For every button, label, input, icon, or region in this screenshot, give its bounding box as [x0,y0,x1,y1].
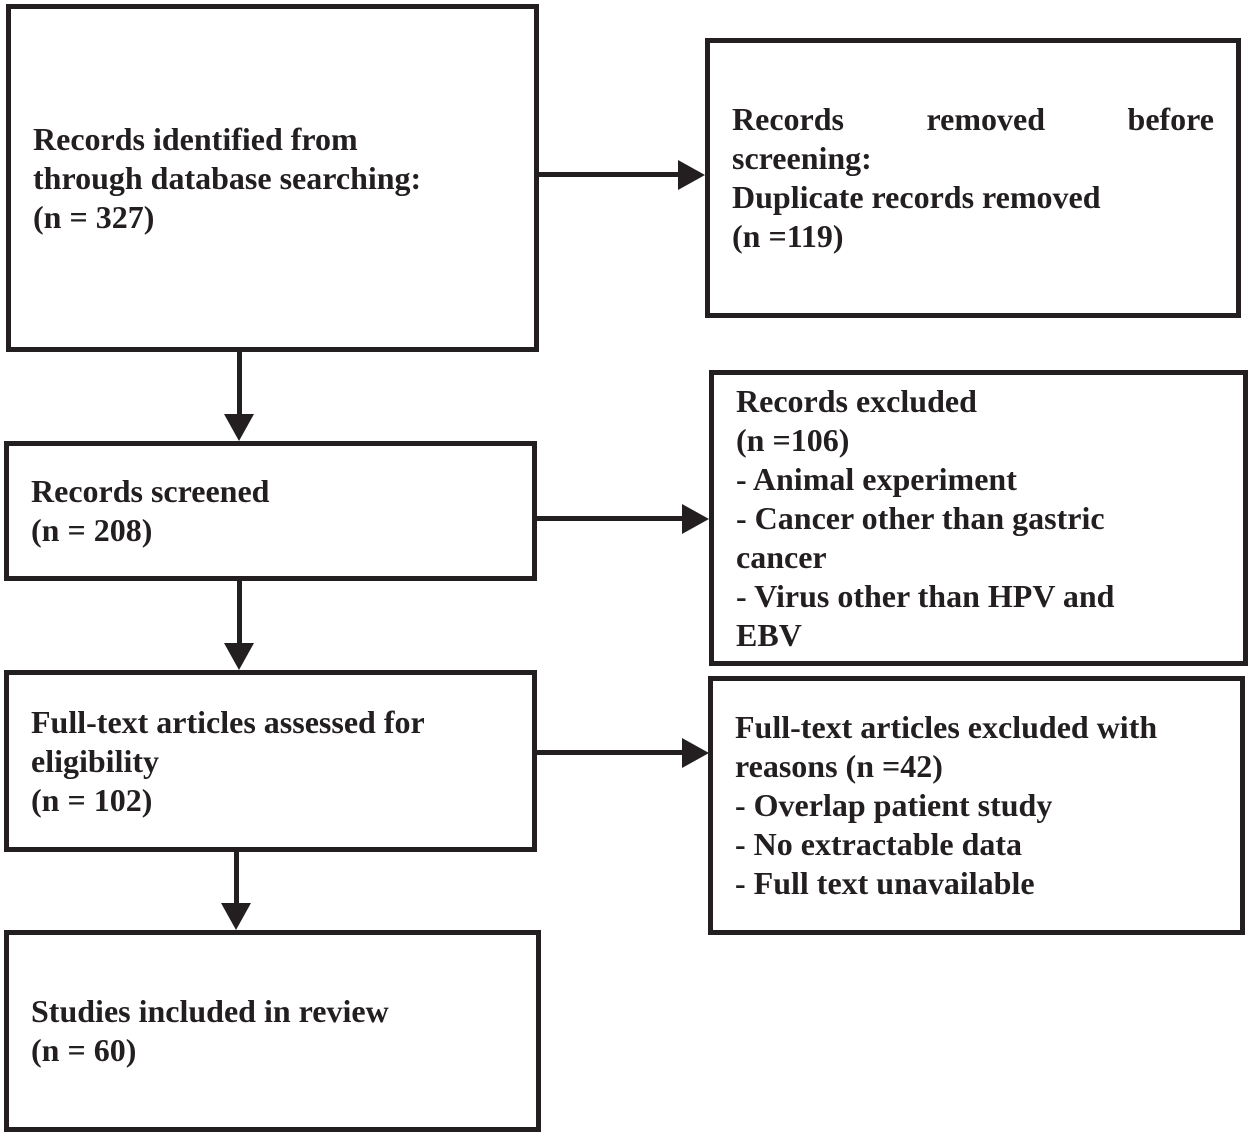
box-text-line: Studies included in review [31,993,389,1029]
box-fulltext-excluded: Full-text articles excluded with reasons… [708,676,1245,935]
exclusion-reason: cancer [736,538,827,575]
exclusion-reason: - Cancer other than gastric [736,499,1105,536]
arrowhead-right-icon [682,504,709,534]
arrowhead-right-icon [678,160,705,190]
box-text-line: through database searching: [33,159,422,196]
box-text-line: Full-text articles excluded with [735,709,1158,745]
box-text-line: Records identified from [33,120,358,157]
box-text-line: screening: [732,140,872,176]
arrowhead-down-icon [224,414,254,441]
exclusion-reason: - No extractable data [735,826,1023,862]
box-text-line: Records removed before [732,101,1214,137]
record-count: (n = 60) [31,1032,137,1068]
arrowhead-down-icon [224,643,254,670]
record-count: (n = 327) [33,198,155,235]
box-text-line: Full-text articles assessed for [31,703,425,740]
box-records-excluded: Records excluded (n =106) - Animal exper… [709,370,1248,666]
box-text-line: Duplicate records removed [732,179,1101,215]
record-count: (n =119) [732,218,844,254]
arrow-shaft [537,516,684,521]
arrow-shaft [237,580,242,644]
record-count: (n =106) [736,421,850,458]
box-records-removed: Records removed before screening: Duplic… [705,38,1241,318]
box-text-line: eligibility [31,742,159,779]
record-count: (n = 208) [31,512,153,548]
exclusion-reason: - Virus other than HPV and [736,577,1115,614]
box-studies-included: Studies included in review (n = 60) [4,930,541,1132]
arrowhead-right-icon [682,738,709,768]
box-records-screened: Records screened (n = 208) [4,441,537,581]
exclusion-reason: - Full text unavailable [735,865,1035,901]
arrow-shaft [234,851,239,904]
exclusion-reason: EBV [736,616,802,653]
exclusion-reason: - Overlap patient study [735,787,1053,823]
exclusion-reason: - Animal experiment [736,460,1017,497]
record-count: reasons (n =42) [735,748,943,784]
box-text-line: Records excluded [736,382,977,419]
arrow-shaft [237,352,242,416]
arrow-shaft [539,172,680,177]
box-records-identified: Records identified from through database… [6,4,539,352]
arrow-shaft [537,750,684,755]
record-count: (n = 102) [31,781,153,818]
box-text-line: Records screened [31,473,270,509]
box-fulltext-assessed: Full-text articles assessed for eligibil… [4,670,537,852]
arrowhead-down-icon [221,903,251,930]
